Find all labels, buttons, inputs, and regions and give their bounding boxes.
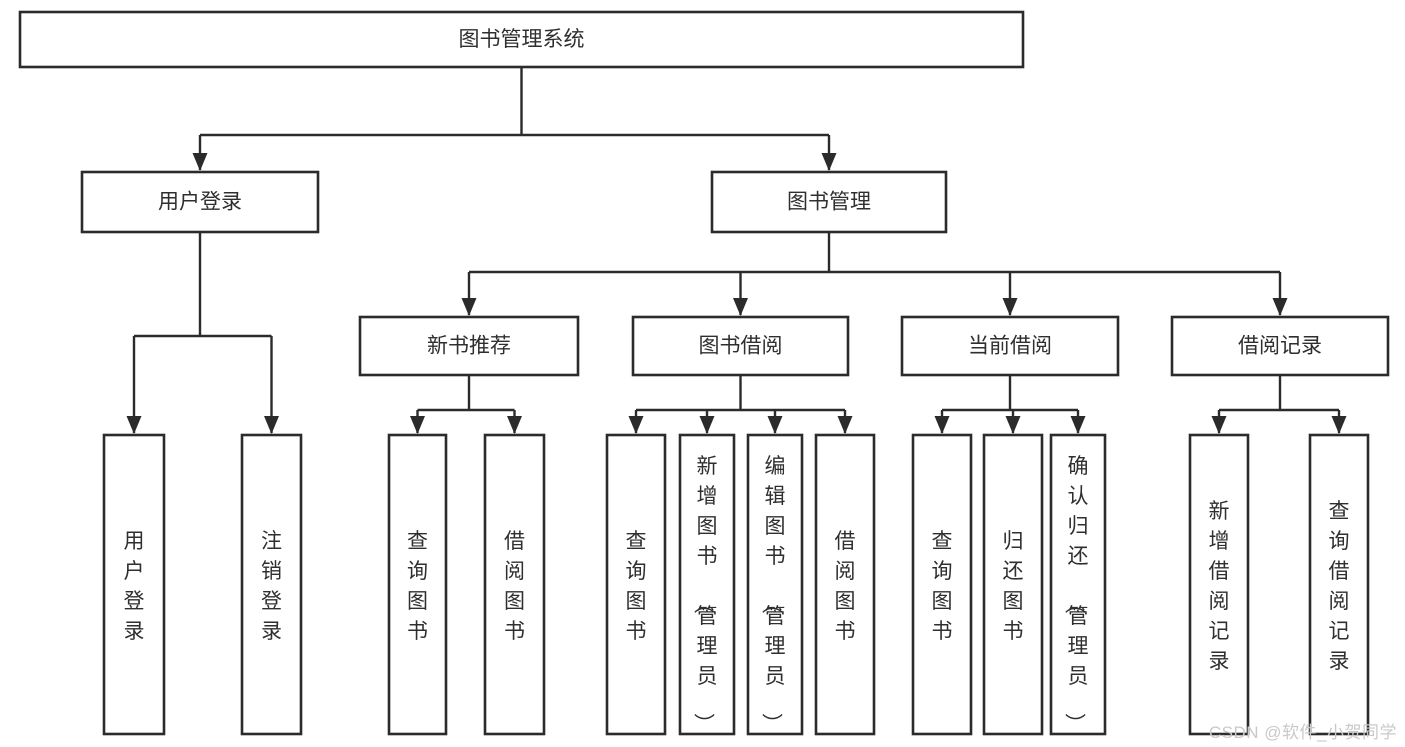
node-box-leaf-add-borrow-record[interactable] bbox=[1188, 433, 1250, 736]
connector-layer bbox=[126, 67, 1347, 434]
node-label-book-manage: 图书管理 bbox=[787, 191, 871, 214]
node-label-leaf-borrow-book-1: 借阅图书 bbox=[504, 530, 525, 643]
node-label-leaf-query-book-2: 查询图书 bbox=[626, 530, 647, 643]
arrow-head-icon bbox=[628, 416, 644, 434]
arrow-head-icon bbox=[934, 416, 950, 434]
node-box-leaf-query-book-3[interactable] bbox=[911, 433, 973, 736]
node-label-leaf-edit-book-admin: 编辑图书（管理员） bbox=[760, 455, 786, 734]
node-box-leaf-query-book-1[interactable] bbox=[387, 433, 448, 736]
arrow-head-icon bbox=[1002, 298, 1018, 316]
node-book-borrow[interactable]: 图书借阅 bbox=[631, 315, 850, 377]
arrow-head-icon bbox=[461, 298, 477, 316]
node-box-book-borrow[interactable] bbox=[631, 315, 850, 377]
node-new-book-recommend[interactable]: 新书推荐 bbox=[358, 315, 580, 377]
node-leaf-borrow-book-1[interactable]: 借阅图书 bbox=[483, 433, 546, 736]
arrow-head-icon bbox=[1070, 416, 1086, 434]
node-box-leaf-add-book-admin[interactable] bbox=[678, 433, 736, 736]
node-user-login[interactable]: 用户登录 bbox=[80, 170, 320, 234]
node-box-root[interactable] bbox=[18, 10, 1025, 69]
node-box-leaf-borrow-book-2[interactable] bbox=[814, 433, 876, 736]
node-current-borrow[interactable]: 当前借阅 bbox=[900, 315, 1120, 377]
arrow-head-icon bbox=[507, 416, 522, 434]
node-label-user-login: 用户登录 bbox=[158, 191, 242, 214]
node-label-leaf-query-book-1: 查询图书 bbox=[407, 530, 428, 643]
node-box-new-book-recommend[interactable] bbox=[358, 315, 580, 377]
arrow-head-icon bbox=[1005, 416, 1021, 434]
node-box-leaf-borrow-book-1[interactable] bbox=[483, 433, 546, 736]
node-label-leaf-user-logout: 注销登录 bbox=[261, 530, 282, 643]
node-label-leaf-add-borrow-record: 新增借阅记录 bbox=[1209, 500, 1230, 673]
node-leaf-return-book[interactable]: 归还图书 bbox=[982, 433, 1044, 736]
arrow-head-icon bbox=[264, 416, 279, 434]
arrow-head-icon bbox=[821, 153, 837, 171]
node-book-manage[interactable]: 图书管理 bbox=[710, 170, 948, 234]
node-box-leaf-confirm-return-admin[interactable] bbox=[1049, 433, 1107, 736]
node-leaf-borrow-book-2[interactable]: 借阅图书 bbox=[814, 433, 876, 736]
node-leaf-user-login[interactable]: 用户登录 bbox=[102, 433, 166, 736]
node-box-leaf-query-borrow-record[interactable] bbox=[1308, 433, 1370, 736]
node-box-book-manage[interactable] bbox=[710, 170, 948, 234]
node-label-leaf-add-book-admin: 新增图书（管理员） bbox=[692, 455, 718, 734]
arrow-head-icon bbox=[767, 416, 783, 434]
node-box-leaf-return-book[interactable] bbox=[982, 433, 1044, 736]
node-leaf-query-book-3[interactable]: 查询图书 bbox=[911, 433, 973, 736]
arrow-head-icon bbox=[837, 416, 853, 434]
node-box-borrow-record[interactable] bbox=[1170, 315, 1390, 377]
node-leaf-query-book-2[interactable]: 查询图书 bbox=[605, 433, 667, 736]
node-label-leaf-confirm-return-admin: 确认归还（管理员） bbox=[1063, 455, 1089, 734]
node-label-current-borrow: 当前借阅 bbox=[968, 335, 1052, 358]
node-root[interactable]: 图书管理系统 bbox=[18, 10, 1025, 69]
arrow-head-icon bbox=[733, 298, 748, 316]
node-label-leaf-query-book-3: 查询图书 bbox=[932, 530, 953, 643]
node-leaf-add-borrow-record[interactable]: 新增借阅记录 bbox=[1188, 433, 1250, 736]
node-label-root: 图书管理系统 bbox=[459, 28, 585, 51]
node-label-leaf-query-borrow-record: 查询借阅记录 bbox=[1329, 500, 1350, 673]
node-label-new-book-recommend: 新书推荐 bbox=[427, 335, 511, 358]
node-box-current-borrow[interactable] bbox=[900, 315, 1120, 377]
arrow-head-icon bbox=[1211, 416, 1227, 434]
node-label-book-borrow: 图书借阅 bbox=[699, 335, 783, 358]
node-box-leaf-edit-book-admin[interactable] bbox=[746, 433, 804, 736]
node-leaf-query-book-1[interactable]: 查询图书 bbox=[387, 433, 448, 736]
node-label-leaf-return-book: 归还图书 bbox=[1003, 530, 1024, 643]
node-label-borrow-record: 借阅记录 bbox=[1238, 335, 1322, 358]
arrow-head-icon bbox=[192, 153, 208, 171]
node-leaf-confirm-return-admin[interactable]: 确认归还（管理员） bbox=[1049, 433, 1107, 736]
node-box-user-login[interactable] bbox=[80, 170, 320, 234]
arrow-head-icon bbox=[410, 416, 425, 434]
node-box-leaf-user-logout[interactable] bbox=[240, 433, 303, 736]
arrow-head-icon bbox=[699, 416, 715, 434]
arrow-head-icon bbox=[1331, 416, 1347, 434]
node-layer: 图书管理系统用户登录图书管理新书推荐图书借阅当前借阅借阅记录用户登录注销登录查询… bbox=[18, 10, 1390, 736]
node-leaf-edit-book-admin[interactable]: 编辑图书（管理员） bbox=[746, 433, 804, 736]
node-box-leaf-query-book-2[interactable] bbox=[605, 433, 667, 736]
node-leaf-query-borrow-record[interactable]: 查询借阅记录 bbox=[1308, 433, 1370, 736]
node-leaf-user-logout[interactable]: 注销登录 bbox=[240, 433, 303, 736]
node-borrow-record[interactable]: 借阅记录 bbox=[1170, 315, 1390, 377]
node-box-leaf-user-login[interactable] bbox=[102, 433, 166, 736]
arrow-head-icon bbox=[1272, 298, 1288, 316]
csdn-watermark: CSDN @软件_小贺同学 bbox=[1208, 723, 1397, 742]
node-label-leaf-user-login: 用户登录 bbox=[124, 530, 145, 643]
node-leaf-add-book-admin[interactable]: 新增图书（管理员） bbox=[678, 433, 736, 736]
arrow-head-icon bbox=[126, 416, 142, 434]
node-label-leaf-borrow-book-2: 借阅图书 bbox=[835, 530, 856, 643]
